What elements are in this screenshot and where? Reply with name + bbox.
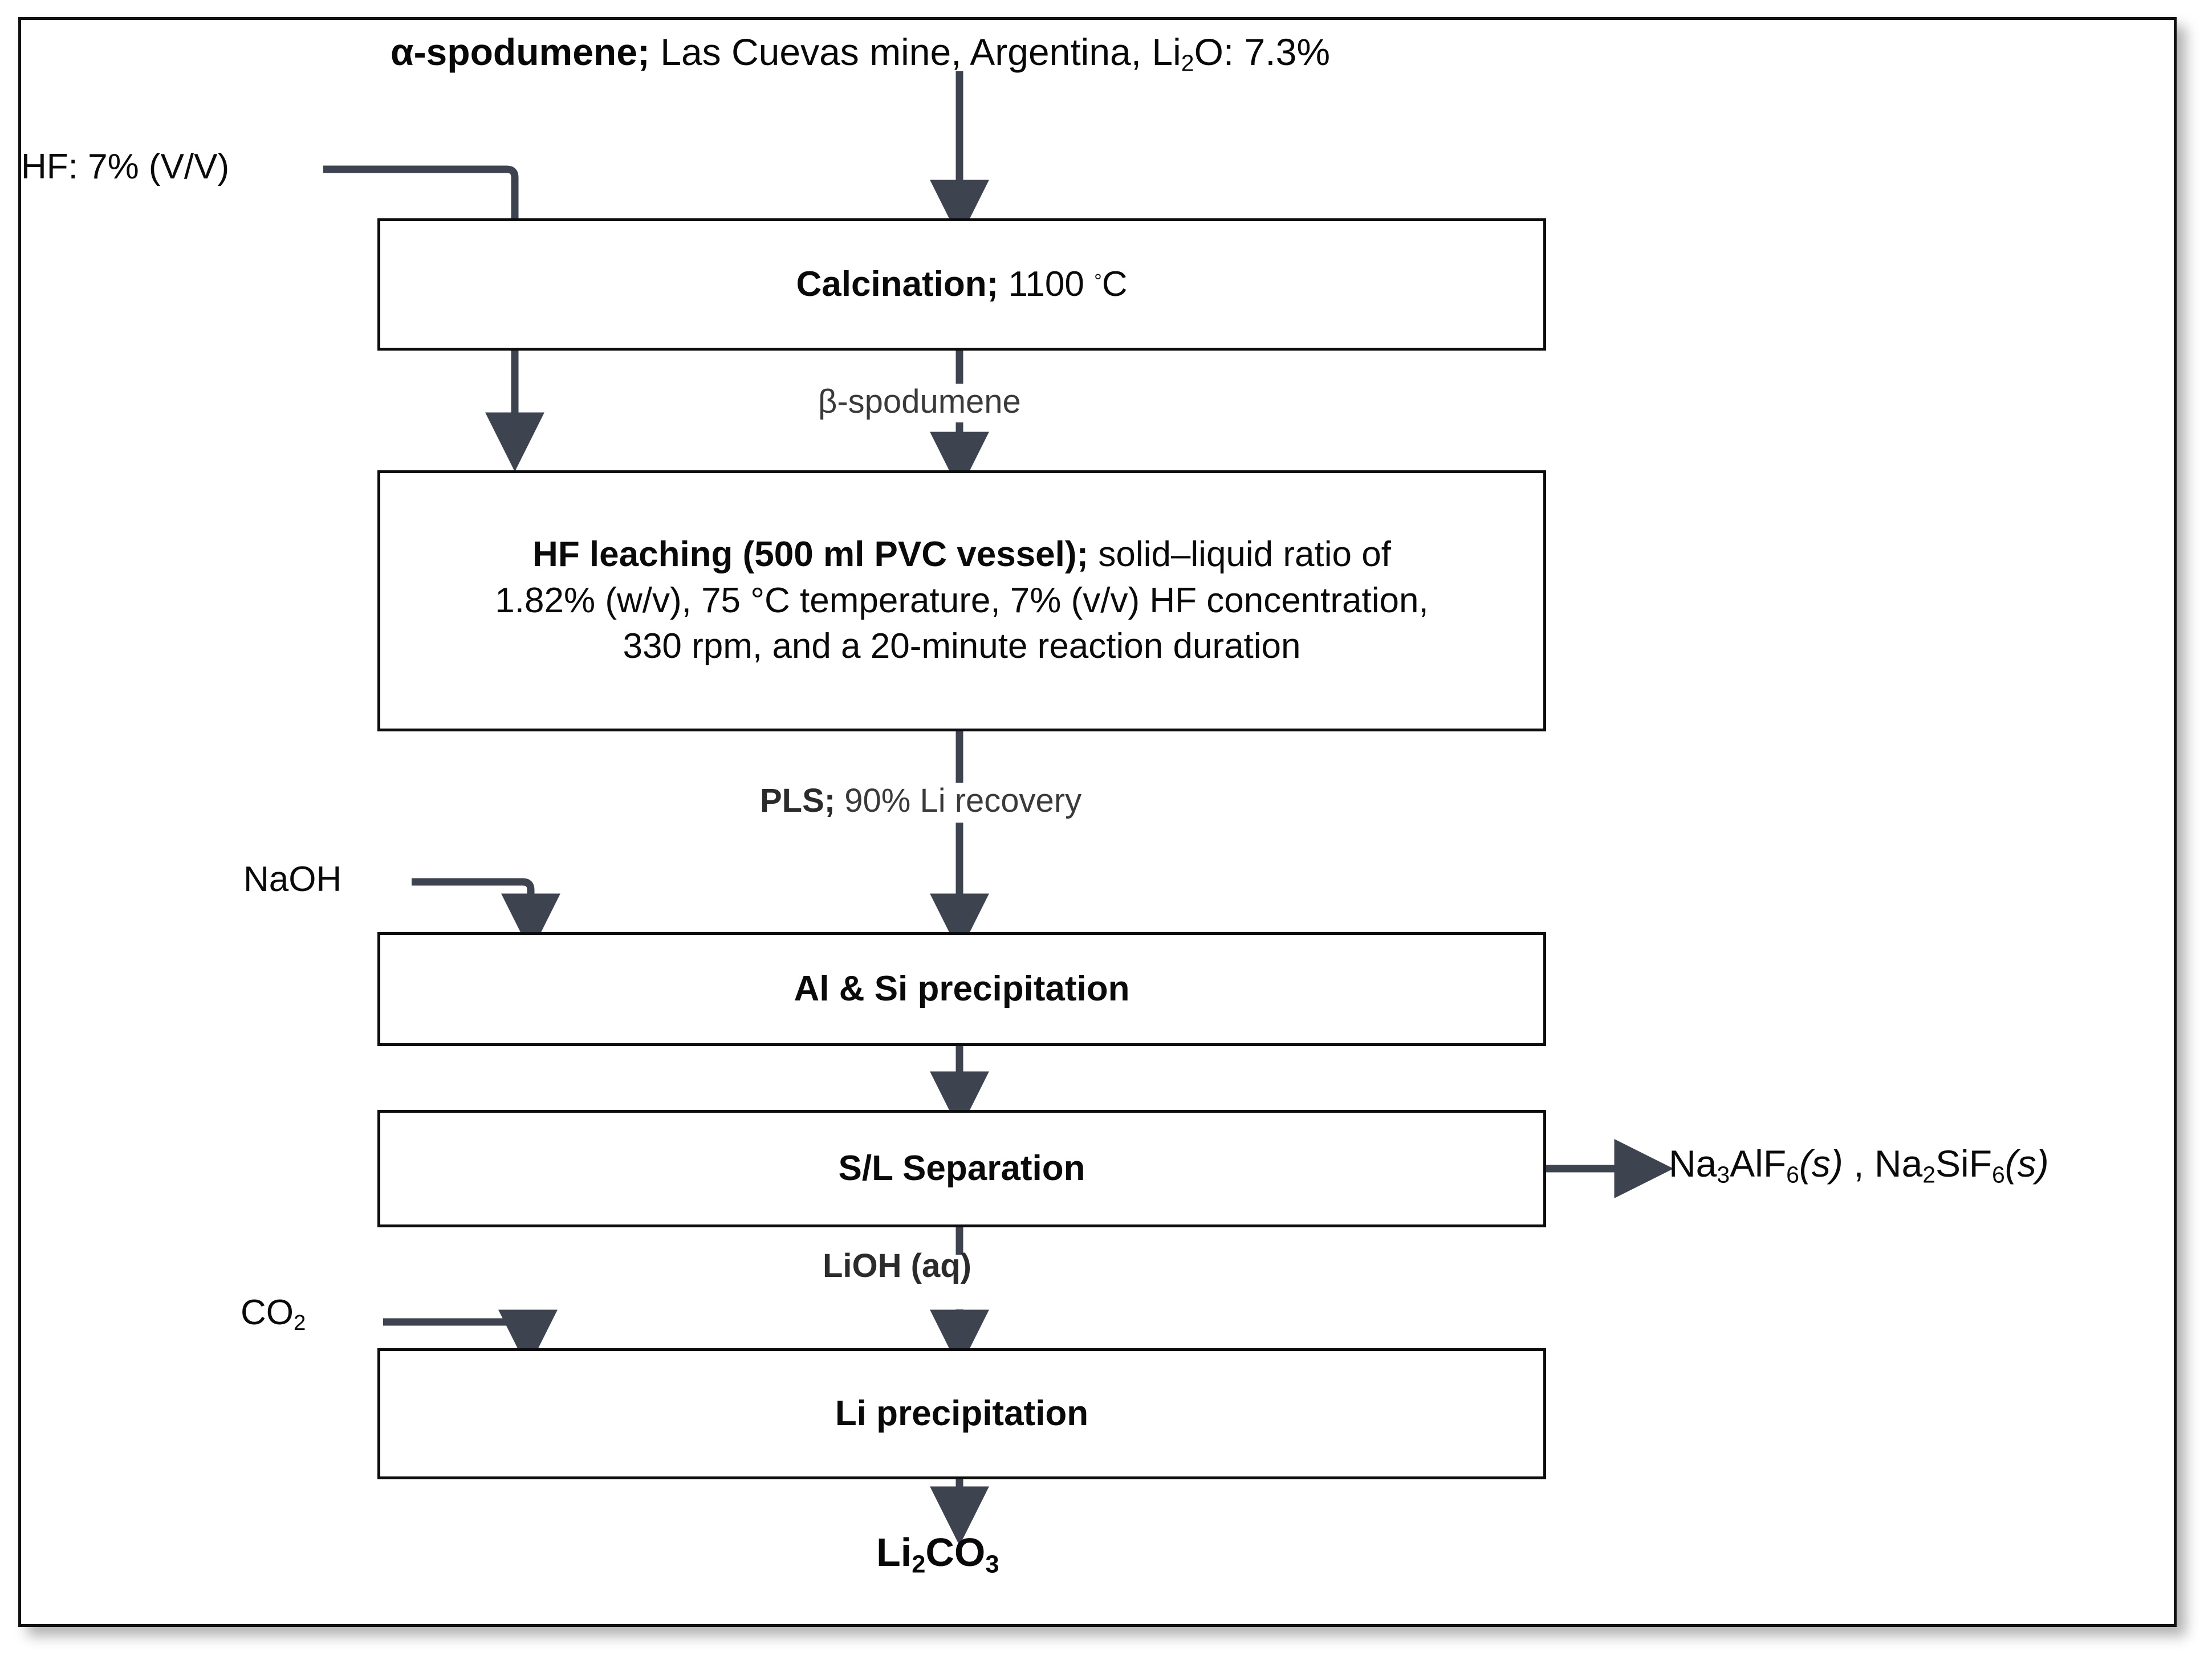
byproduct-separator: , <box>1843 1142 1874 1185</box>
byproducts-label: Na3AlF6(s) , Na2SiF6(s) <box>1669 1142 2049 1189</box>
naoh-reagent-text: NaOH <box>243 860 342 899</box>
pls-rest: 90% Li recovery <box>835 782 1082 819</box>
beta-spodumene-text: β-spodumene <box>818 383 1021 420</box>
pls-strong: PLS; <box>760 782 836 819</box>
product-pre: Li <box>876 1530 912 1575</box>
hf-leaching-line1-rest: solid–liquid ratio of <box>1088 535 1391 575</box>
box-sl-separation[interactable]: S/L Separation <box>377 1110 1546 1227</box>
stream-label-beta-spodumene: β-spodumene <box>818 383 1021 421</box>
arrow-co2-reagent-elbow <box>383 1309 558 1369</box>
reagent-label-co2: CO2 <box>241 1292 306 1336</box>
box-hf-leaching-text: HF leaching (500 ml PVC vessel); solid–l… <box>480 532 1443 670</box>
box-al-si-precipitation[interactable]: Al & Si precipitation <box>377 932 1546 1046</box>
stream-label-pls: PLS; 90% Li recovery <box>760 782 1081 820</box>
byproduct-b-sub1: 2 <box>1922 1161 1936 1188</box>
byproduct-b-sub2: 6 <box>1992 1161 2005 1188</box>
byproduct-a-pre: Na <box>1669 1142 1717 1185</box>
box-calcination-text: Calcination; 1100 °C <box>781 262 1142 308</box>
li-precipitation-label: Li precipitation <box>835 1393 1089 1433</box>
feed-title-strong: α-spodumene; <box>391 31 650 73</box>
byproduct-a-state: (s) <box>1799 1142 1843 1185</box>
product-sub1: 2 <box>912 1551 926 1578</box>
feed-title-sub: 2 <box>1181 50 1194 76</box>
product-label-li2co3: Li2CO3 <box>876 1529 999 1578</box>
hf-leaching-line-3: 330 rpm, and a 20-minute reaction durati… <box>623 626 1301 666</box>
co2-reagent-sub: 2 <box>294 1310 306 1335</box>
feed-title-rest: Las Cuevas mine, Argentina, Li <box>649 31 1181 73</box>
box-li-precipitation[interactable]: Li precipitation <box>377 1348 1546 1479</box>
byproduct-a-sub1: 3 <box>1717 1161 1730 1188</box>
reagent-label-hf: HF: 7% (V/V) <box>21 147 229 187</box>
hf-leaching-strong: HF leaching (500 ml PVC vessel); <box>532 535 1089 575</box>
stream-label-lioh: LiOH (aq) <box>823 1247 971 1285</box>
degree-icon: ° <box>1094 270 1102 292</box>
product-mid: CO <box>925 1530 986 1575</box>
reagent-label-naoh: NaOH <box>243 859 341 900</box>
byproduct-b-pre: Na <box>1874 1142 1923 1185</box>
al-si-label: Al & Si precipitation <box>794 969 1130 1008</box>
box-hf-leaching[interactable]: HF leaching (500 ml PVC vessel); solid–l… <box>377 470 1546 731</box>
arrow-naoh-reagent-elbow <box>412 878 560 953</box>
co2-reagent-text: CO <box>241 1293 294 1332</box>
byproduct-a-mid: AlF <box>1730 1142 1787 1185</box>
byproduct-a-sub2: 6 <box>1786 1161 1799 1188</box>
flowchart-canvas: α-spodumene; Las Cuevas mine, Argentina,… <box>21 20 2180 1630</box>
feed-title-tail: O: 7.3% <box>1194 31 1331 73</box>
sl-separation-label: S/L Separation <box>838 1148 1085 1188</box>
byproduct-b-state: (s) <box>2004 1142 2049 1185</box>
box-al-si-precipitation-text: Al & Si precipitation <box>779 966 1144 1012</box>
box-sl-separation-text: S/L Separation <box>824 1146 1100 1192</box>
feed-title: α-spodumene; Las Cuevas mine, Argentina,… <box>391 30 1330 77</box>
lioh-strong: LiOH (aq) <box>823 1247 971 1284</box>
hf-reagent-text: HF: 7% (V/V) <box>21 147 230 186</box>
figure-frame: α-spodumene; Las Cuevas mine, Argentina,… <box>18 17 2177 1627</box>
byproduct-b-mid: SiF <box>1936 1142 1993 1185</box>
calcination-tail: C <box>1101 264 1128 304</box>
calcination-rest: 1100 <box>998 264 1095 304</box>
hf-leaching-line-1: HF leaching (500 ml PVC vessel); solid–l… <box>495 532 1428 578</box>
calcination-strong: Calcination; <box>796 264 999 304</box>
box-li-precipitation-text: Li precipitation <box>820 1391 1103 1437</box>
product-sub2: 3 <box>985 1551 999 1578</box>
box-calcination[interactable]: Calcination; 1100 °C <box>377 218 1546 351</box>
hf-leaching-line-2: 1.82% (w/v), 75 °C temperature, 7% (v/v)… <box>495 580 1429 620</box>
